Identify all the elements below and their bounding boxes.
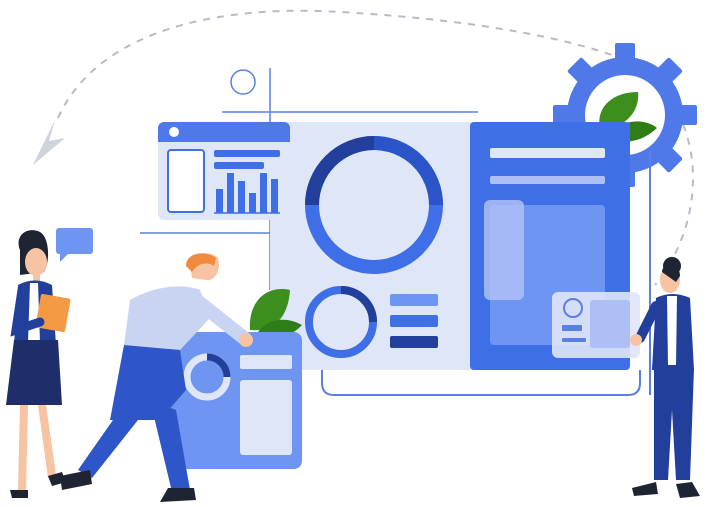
small-circle [230,69,256,95]
donut-chart-icon [305,136,443,274]
arrow-icon [33,120,65,165]
chart-bar [271,179,278,213]
woman-left [6,230,71,498]
chart-bar [227,173,234,213]
chart-bar [249,193,256,213]
woman-right [630,257,700,498]
legend-bars [390,294,438,348]
phone-card [168,289,302,469]
floating-card [552,292,640,358]
small-donut-chart [305,286,377,358]
man-pushing [60,253,253,502]
bar-chart-window [158,122,290,220]
chat-bubble-icon [56,228,93,262]
bar-chart-icon [216,173,278,213]
chart-bar [260,173,267,213]
chart-bar [238,181,245,213]
chart-bar [216,189,223,213]
